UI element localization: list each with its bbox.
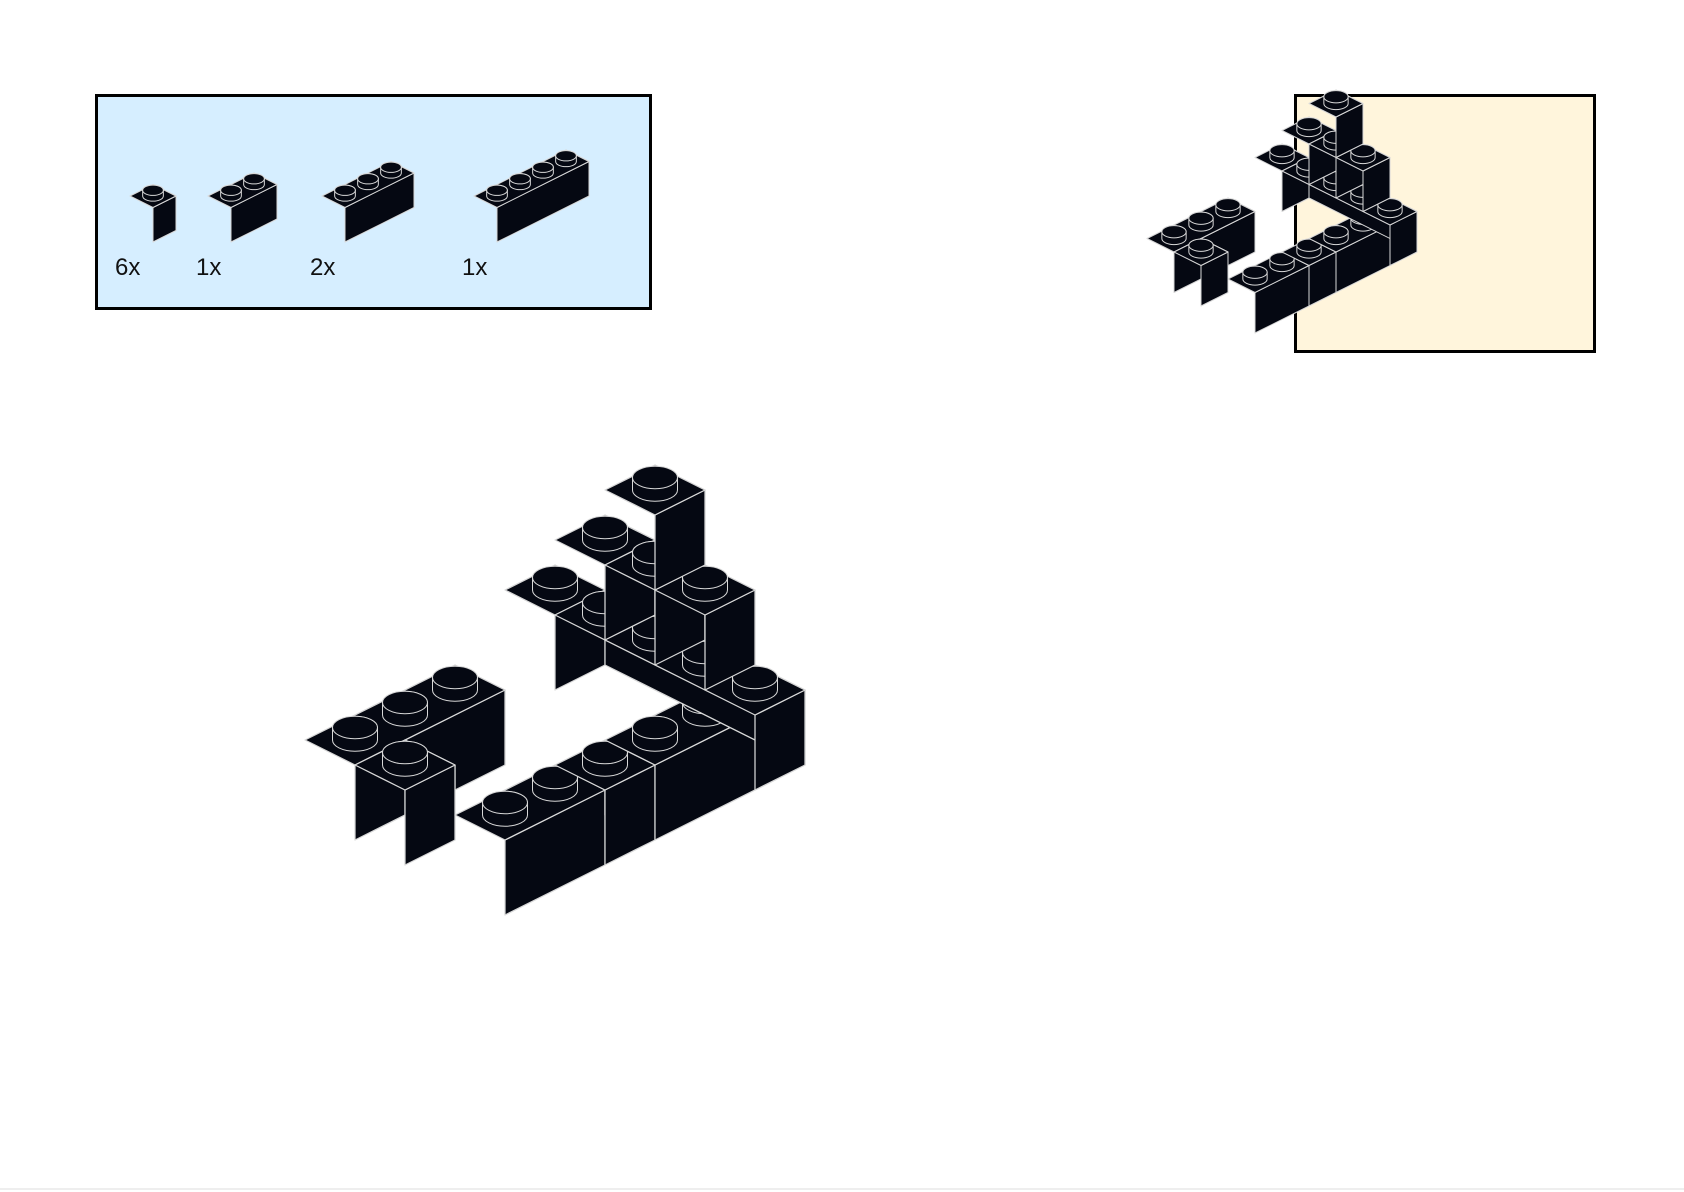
preview-brick-left-wall-back-3-stud-2 (1188, 211, 1214, 232)
main-brick-left-wall-corner (354, 739, 456, 866)
preview-brick-left-wall-corner-stud-1 (1188, 238, 1214, 259)
quantity-label-1x1: 6x (115, 254, 141, 281)
model-preview-panel (1146, 89, 1596, 353)
main-brick-left-wall-back-3-stud-1 (332, 715, 378, 752)
part-brick-1x4 (473, 149, 590, 243)
preview-brick-right-wall-back-1-stud-1 (1269, 144, 1295, 165)
model-preview-image (1146, 89, 1418, 334)
part-brick-1x1-stud-1 (142, 184, 164, 202)
main-brick-right-upper-c (654, 564, 756, 691)
part-brick-1x3-stud-3 (380, 161, 402, 179)
main-brick-front-left-2-stud-2 (532, 765, 578, 802)
main-brick-right-wall-back-1-stud-1 (532, 565, 578, 602)
part-brick-1x2-stud-2 (243, 173, 265, 191)
main-brick-front-left-2 (454, 764, 606, 916)
preview-brick-front-left-2 (1227, 251, 1310, 334)
preview-brick-front-mid-1-stud-1 (1296, 238, 1322, 259)
part-brick-1x3-stud-1 (334, 184, 356, 202)
main-brick-right-top-stud-1 (632, 465, 678, 502)
part-brick-1x4-stud-1 (486, 184, 508, 202)
part-brick-1x4-stud-3 (532, 161, 554, 179)
main-brick-front-right-3-stud-1 (632, 715, 678, 752)
quantity-label-1x4: 1x (462, 254, 488, 281)
preview-brick-right-upper-c-stud-1 (1350, 144, 1376, 165)
part-brick-1x2 (207, 172, 278, 243)
page-bottom-edge (0, 1188, 1684, 1190)
preview-brick-right-top (1308, 89, 1364, 158)
preview-brick-left-wall-back-3-stud-1 (1161, 225, 1187, 246)
main-brick-right-top (604, 464, 706, 591)
main-brick-front-left-2-stud-1 (482, 790, 528, 827)
main-brick-right-upper-c-stud-1 (682, 565, 728, 602)
preview-brick-bricks (1146, 89, 1418, 334)
preview-brick-front-left-2-stud-1 (1242, 265, 1268, 286)
part-brick-1x4-stud-4 (555, 150, 577, 168)
part-brick-1x3-stud-2 (357, 173, 379, 191)
main-brick-right-wall-4-stud-4 (732, 665, 778, 702)
preview-brick-front-right-3-stud-1 (1323, 225, 1349, 246)
main-brick-left-wall-back-3-stud-3 (432, 665, 478, 702)
quantity-label-1x3: 2x (310, 254, 336, 281)
preview-brick-front-left-2-stud-2 (1269, 252, 1295, 273)
part-brick-1x3 (321, 161, 415, 243)
main-brick-bricks (304, 464, 806, 916)
main-brick-right-upper-a-stud-1 (582, 515, 628, 552)
main-brick-front-mid-1-stud-1 (582, 740, 628, 777)
part-brick-1x1 (129, 184, 177, 243)
parts-list-bricks (129, 149, 590, 243)
preview-brick-left-wall-back-3-stud-3 (1215, 198, 1241, 219)
quantity-label-1x2: 1x (196, 254, 222, 281)
parts-list-panel: 6x 1x 2x 1x (95, 94, 652, 310)
preview-brick-right-upper-c (1335, 143, 1391, 212)
part-brick-1x4-stud-2 (509, 173, 531, 191)
preview-brick-right-upper-a-stud-1 (1296, 117, 1322, 138)
preview-brick-left-wall-corner (1173, 238, 1229, 307)
preview-brick-right-wall-4-stud-4 (1377, 198, 1403, 219)
preview-brick-right-top-stud-1 (1323, 90, 1349, 111)
main-brick-left-wall-corner-stud-1 (382, 740, 428, 777)
main-brick-left-wall-back-3-stud-2 (382, 690, 428, 727)
part-brick-1x2-stud-1 (220, 184, 242, 202)
